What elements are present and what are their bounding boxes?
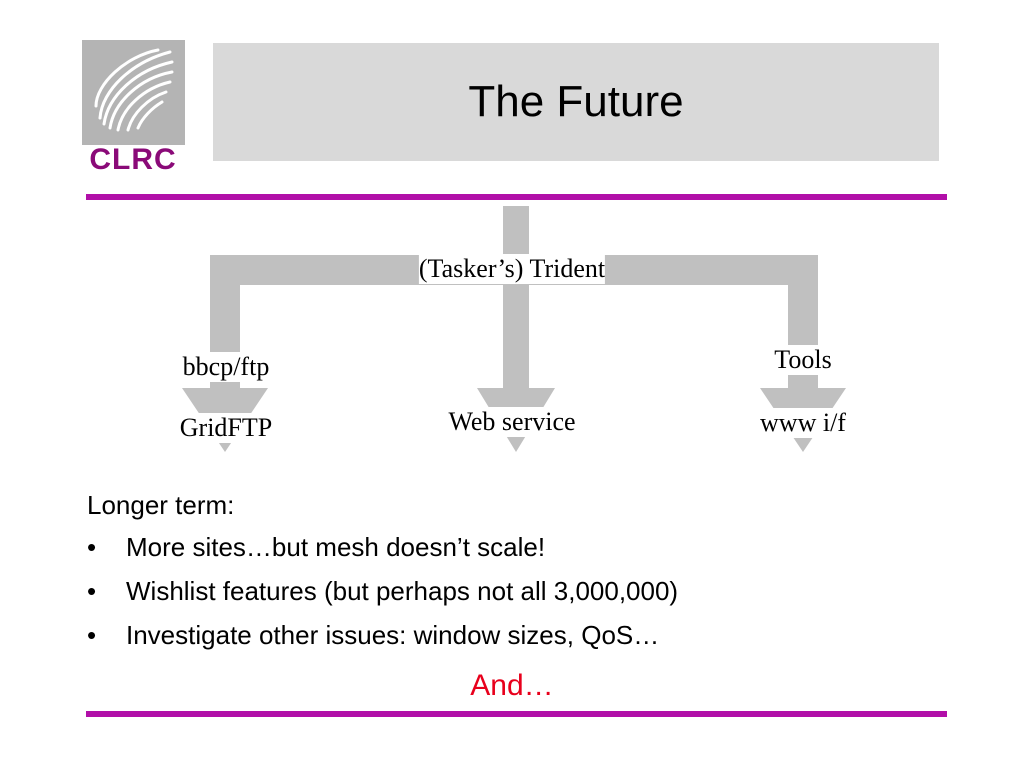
bullet-item: • Investigate other issues: window sizes… — [87, 613, 947, 657]
right-branch-label-2: www i/f — [760, 408, 846, 438]
bullet-marker: • — [87, 620, 97, 650]
bullet-marker: • — [87, 532, 97, 562]
slide-title: The Future — [468, 77, 684, 126]
globe-swirl-icon — [94, 48, 174, 132]
bullet-item: • Wishlist features (but perhaps not all… — [87, 569, 947, 613]
right-branch-label-1: Tools — [774, 345, 832, 375]
body-text: Longer term: • More sites…but mesh doesn… — [87, 488, 947, 657]
center-branch-label: Web service — [448, 407, 576, 437]
left-branch-label-1: bbcp/ftp — [182, 352, 270, 382]
bullet-text: Investigate other issues: window sizes, … — [126, 620, 660, 650]
trident-root-label: (Tasker’s) Trident — [418, 254, 606, 284]
bullet-text: More sites…but mesh doesn’t scale! — [126, 532, 546, 562]
clrc-logo-emblem — [82, 40, 185, 145]
bullet-text: Wishlist features (but perhaps not all 3… — [126, 576, 679, 606]
clrc-logo-wordmark: CLRC — [89, 143, 177, 176]
bottom-divider — [86, 711, 947, 717]
top-divider — [86, 194, 947, 200]
bullet-marker: • — [87, 576, 97, 606]
body-intro: Longer term: — [87, 490, 235, 520]
bullet-item: • More sites…but mesh doesn’t scale! — [87, 525, 947, 569]
closing-text: And… — [470, 669, 554, 702]
bullet-list: • More sites…but mesh doesn’t scale! • W… — [87, 525, 947, 657]
title-bar: The Future — [213, 43, 939, 161]
left-branch-label-2: GridFTP — [179, 413, 273, 443]
